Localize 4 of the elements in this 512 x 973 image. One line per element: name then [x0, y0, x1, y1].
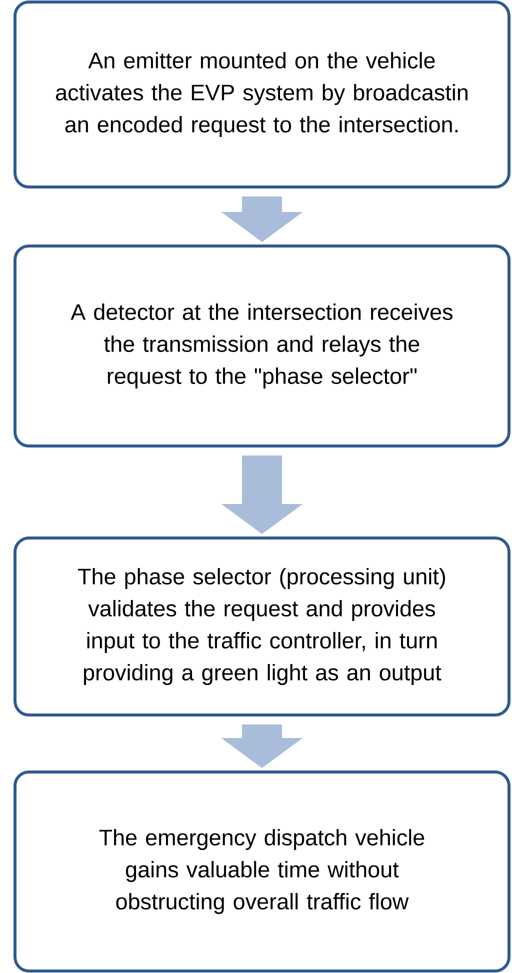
process-box: An emitter mounted on the vehicle activates the EVP system by broadcastin an encoded request to the intersection.: [14, 0, 510, 188]
process-box: The emergency dispatch vehicle gains valuable time without obstructing overall traffic flow: [14, 770, 510, 972]
process-box: The phase selector (processing unit) validates the request and provides input to the traffic controller, in turn providing a green light as an output: [14, 536, 510, 716]
process-box: A detector at the intersection receives the transmission and relays the request to the "phase selector": [14, 244, 510, 448]
